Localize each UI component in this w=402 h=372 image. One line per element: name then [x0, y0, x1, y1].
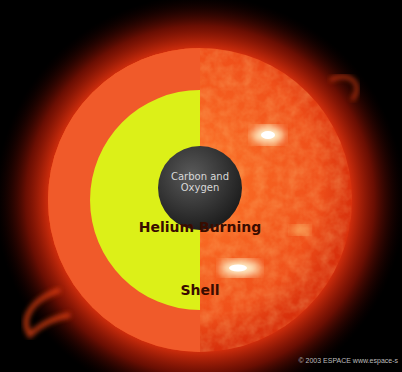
shell-region: Shell Helium Burning Carbon and Oxygen	[48, 48, 352, 352]
helium-burning-region: Helium Burning Carbon and Oxygen	[90, 90, 310, 310]
core-label: Carbon and Oxygen	[168, 171, 232, 194]
region-label: Helium Burning	[115, 219, 285, 235]
copyright-note: © 2003 ESPACE www.espace-s	[298, 357, 398, 364]
region-label: Shell	[140, 282, 260, 298]
carbon-oxygen-core: Carbon and Oxygen	[158, 146, 242, 230]
